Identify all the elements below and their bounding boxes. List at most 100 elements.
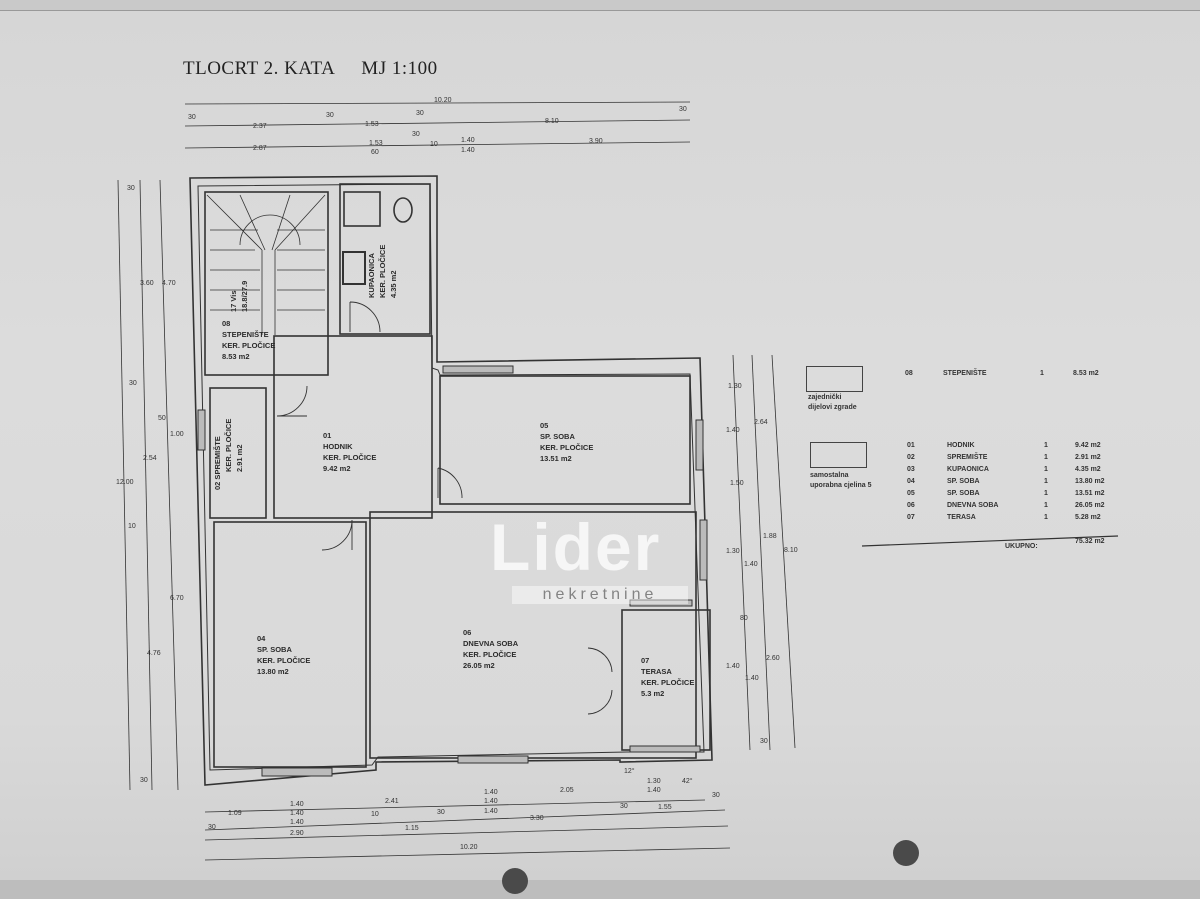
dim-label: 2.37 xyxy=(253,123,267,130)
legend-count: 1 xyxy=(1040,370,1044,377)
legend-name: DNEVNA SOBA xyxy=(947,502,999,509)
room-label-terrace: 07 TERASA KER. PLOČICE 5.3 m2 xyxy=(641,655,694,699)
room-id: 06 xyxy=(463,628,472,637)
dim-label: 80 xyxy=(740,615,748,622)
dim-label: 1.50 xyxy=(730,480,744,487)
legend-id: 04 xyxy=(907,478,915,485)
bedroom-04 xyxy=(213,521,367,768)
dim-label: 30 xyxy=(760,738,768,745)
hallway xyxy=(273,335,433,519)
room-floor: KER. PLOČICE xyxy=(641,678,695,687)
dim-label: 10 xyxy=(430,141,438,148)
room-label-bedroom-05: 05 SP. SOBA KER. PLOČICE 13.51 m2 xyxy=(540,420,593,464)
legend-area: 2.91 m2 xyxy=(1075,454,1101,461)
dim-label: 4.76 xyxy=(147,650,161,657)
door-hallway xyxy=(276,385,308,417)
door-terrace xyxy=(587,647,613,715)
dim-line xyxy=(751,354,771,751)
legend-count: 1 xyxy=(1044,454,1048,461)
dim-label: 3.60 xyxy=(140,280,154,287)
legend-swatch-unit xyxy=(810,442,867,468)
dim-label: 1.40 xyxy=(484,798,498,805)
binder-hole xyxy=(502,868,528,894)
dim-label: 1.15 xyxy=(405,825,419,832)
legend-area: 5.28 m2 xyxy=(1075,514,1101,521)
dim-label: 30 xyxy=(437,809,445,816)
room-name: DNEVNA SOBA xyxy=(463,639,519,648)
room-label-bedroom-04: 04 SP. SOBA KER. PLOČICE 13.80 m2 xyxy=(257,633,310,677)
stair-ratio: 18.8/27.9 xyxy=(240,280,249,312)
legend-id: 08 xyxy=(905,370,913,377)
room-area: 4.35 m2 xyxy=(389,270,398,298)
storage-room xyxy=(209,387,267,519)
dim-line xyxy=(771,354,796,749)
room-floor: KER. PLOČICE xyxy=(224,418,233,472)
dim-label: 2.60 xyxy=(766,655,780,662)
room-name: STEPENIŠTE xyxy=(222,330,269,339)
dim-line xyxy=(117,179,131,791)
shower-tray-icon xyxy=(343,191,381,227)
dim-label: 3.90 xyxy=(589,138,603,145)
room-name: KUPAONICA xyxy=(367,253,376,298)
room-area: 9.42 m2 xyxy=(323,464,351,473)
dim-line xyxy=(204,799,706,813)
legend-area: 8.53 m2 xyxy=(1073,370,1099,377)
legend-id: 01 xyxy=(907,442,915,449)
table-surface xyxy=(0,880,1200,899)
room-floor: KER. PLOČICE xyxy=(540,443,594,452)
dim-label: 1.30 xyxy=(726,548,740,555)
legend-name: SPREMIŠTE xyxy=(947,454,988,461)
dim-label: 1.30 xyxy=(728,383,742,390)
dim-label: 4.70 xyxy=(162,280,176,287)
dim-label: 30 xyxy=(127,185,135,192)
dim-label: 1.40 xyxy=(484,808,498,815)
dim-label: 1.53 xyxy=(365,121,379,128)
legend-id: 06 xyxy=(907,502,915,509)
dim-label: 1.40 xyxy=(461,147,475,154)
legend-text: zajednički xyxy=(808,394,842,401)
dim-label: 2.90 xyxy=(290,830,304,837)
walls xyxy=(189,175,713,786)
room-floor: KER. PLOČICE xyxy=(378,244,387,298)
room-name: SP. SOBA xyxy=(257,645,292,654)
room-id: 04 xyxy=(257,634,266,643)
dim-label: 6.70 xyxy=(170,595,184,602)
dim-line xyxy=(139,179,153,791)
dim-line xyxy=(184,101,691,105)
room-id: 01 xyxy=(323,431,332,440)
legend-total-area: 75.32 m2 xyxy=(1075,538,1105,545)
toilet-icon xyxy=(393,197,413,223)
room-area: 13.80 m2 xyxy=(257,667,289,676)
legend-label-unit: samostalna uporabna cjelina 5 xyxy=(810,471,871,491)
dim-label: 10 xyxy=(371,811,379,818)
dim-line xyxy=(184,119,691,127)
dim-line xyxy=(159,179,179,791)
legend-name: STEPENIŠTE xyxy=(943,370,987,377)
dim-label: 1.40 xyxy=(726,427,740,434)
room-id: 07 xyxy=(641,656,650,665)
room-area: 26.05 m2 xyxy=(463,661,495,670)
living-room xyxy=(369,511,697,759)
legend-id: 05 xyxy=(907,490,915,497)
dim-label: 8.10 xyxy=(545,118,559,125)
dim-line xyxy=(204,825,729,841)
sink-icon xyxy=(342,251,366,285)
legend-area: 4.35 m2 xyxy=(1075,466,1101,473)
dim-label: 1.00 xyxy=(170,431,184,438)
watermark-subtitle: nekretnine xyxy=(512,586,688,604)
dim-label: 1.40 xyxy=(744,561,758,568)
dim-label: 50 xyxy=(158,415,166,422)
dim-label: 42° xyxy=(682,777,693,785)
dim-label: 1.40 xyxy=(726,663,740,670)
window xyxy=(261,767,333,777)
dim-label: 60 xyxy=(371,149,379,156)
room-floor: KER. PLOČICE xyxy=(222,341,276,350)
dim-label: 1.40 xyxy=(461,137,475,144)
room-name: HODNIK xyxy=(323,442,353,451)
legend-text: dijelovi zgrade xyxy=(808,404,857,411)
legend-swatch-common xyxy=(806,366,863,392)
dim-label: 2.87 xyxy=(253,145,267,152)
dim-label: 30 xyxy=(140,777,148,784)
dim-label: 1.55 xyxy=(658,804,672,811)
dim-label: 1.40 xyxy=(647,787,661,794)
